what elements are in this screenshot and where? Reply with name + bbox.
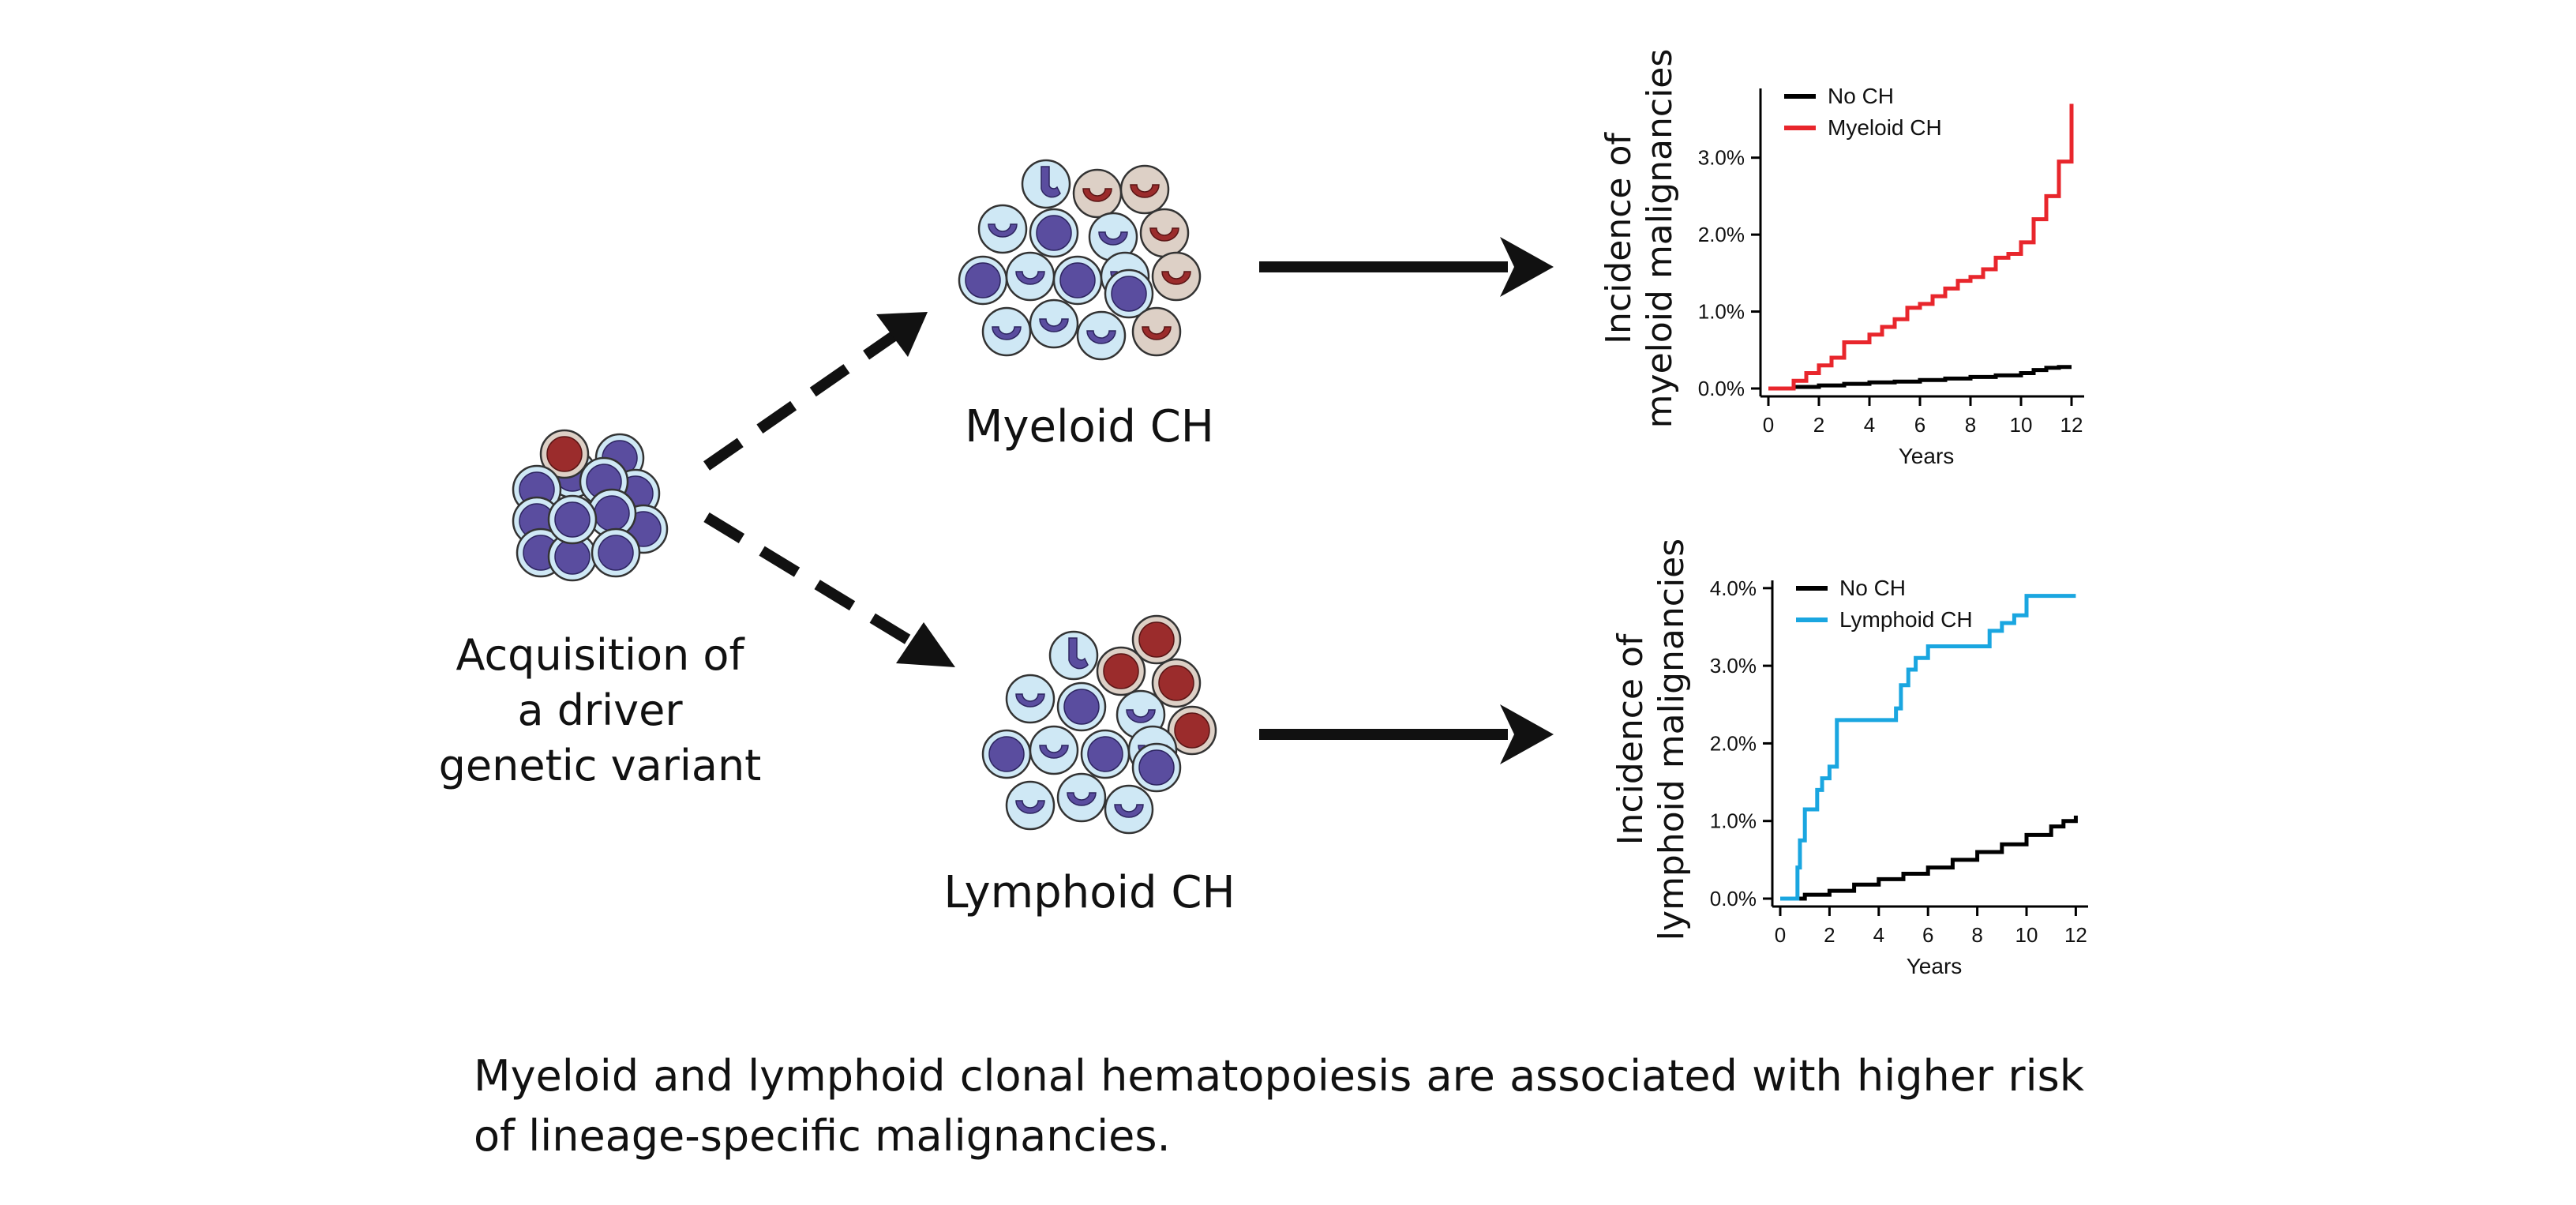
solid-arrow-to-myeloid-chart [1259, 237, 1554, 297]
x-tick-label: 2 [1813, 413, 1824, 437]
dashed-arrow-to-myeloid [703, 312, 928, 471]
y-tick-label: 3.0% [1710, 654, 1757, 678]
x-tick-label: 10 [2015, 923, 2038, 947]
legend-label: Myeloid CH [1828, 115, 1942, 140]
x-tick-label: 8 [1971, 923, 1982, 947]
y-tick-label: 1.0% [1698, 300, 1745, 324]
x-tick-label: 0 [1775, 923, 1786, 947]
x-tick-label: 6 [1922, 923, 1933, 947]
y-tick-label: 4.0% [1710, 576, 1757, 600]
x-tick-label: 4 [1864, 413, 1875, 437]
x-tick-label: 0 [1763, 413, 1774, 437]
y-axis-label: Incidence oflymphoid malignancies [1610, 539, 1692, 940]
lymphoid-cell-cluster [981, 614, 1217, 835]
x-axis-label: Years [1907, 954, 1963, 978]
x-tick-label: 8 [1965, 413, 1976, 437]
y-tick-label: 3.0% [1698, 146, 1745, 170]
y-tick-label: 1.0% [1710, 809, 1757, 833]
series-line-ch [1780, 594, 2076, 901]
y-axis-label-line: Incidence of [1610, 633, 1651, 845]
solid-arrow-to-lymphoid-chart [1259, 704, 1554, 764]
x-tick-label: 4 [1873, 923, 1884, 947]
series-line-control [1768, 365, 2072, 391]
dashed-arrow-to-lymphoid [703, 512, 955, 667]
x-axis-label: Years [1899, 444, 1955, 468]
lymphoid-incidence-chart: 0 2 4 6 8 10 12 0.0% 1.0% 2.0% 3.0% 4.0% Years Incide… [1610, 539, 2088, 978]
y-tick-label: 2.0% [1710, 731, 1757, 755]
acquisition-label-line-1: Acquisition of [456, 630, 744, 680]
y-axis-label-line: lymphoid malignancies [1652, 539, 1692, 940]
myeloid-cell-cluster [958, 159, 1202, 361]
y-tick-label: 0.0% [1710, 887, 1757, 910]
x-tick-label: 10 [2010, 413, 2033, 437]
y-tick-label: 2.0% [1698, 223, 1745, 246]
legend-label: Lymphoid CH [1839, 607, 1973, 632]
acquisition-cell-cluster [512, 429, 669, 582]
series-line-control [1792, 815, 2078, 901]
series-line-ch [1768, 103, 2074, 391]
lymphoid-ch-label: Lymphoid CH [943, 867, 1236, 918]
legend-label: No CH [1839, 576, 1906, 600]
x-tick-label: 12 [2064, 923, 2087, 947]
figure-caption: Myeloid and lymphoid clonal hematopoiesi… [474, 1051, 2084, 1161]
y-axis-label: Incidence ofmyeloid malignancies [1599, 49, 1680, 429]
y-axis-label-line: myeloid malignancies [1640, 49, 1680, 429]
legend-label: No CH [1828, 84, 1894, 108]
acquisition-label: Acquisition of a driver genetic variant [395, 628, 805, 794]
acquisition-label-line-2: a driver [517, 685, 683, 736]
x-tick-label: 6 [1914, 413, 1925, 437]
myeloid-ch-label: Myeloid CH [965, 401, 1214, 452]
myeloid-incidence-chart: 0 2 4 6 8 10 12 0.0% 1.0% 2.0% 3.0% Years Incidence … [1599, 49, 2084, 468]
y-axis-label-line: Incidence of [1599, 132, 1639, 344]
x-tick-label: 12 [2060, 413, 2083, 437]
y-tick-label: 0.0% [1698, 377, 1745, 400]
x-tick-label: 2 [1824, 923, 1835, 947]
acquisition-label-line-3: genetic variant [438, 741, 762, 791]
